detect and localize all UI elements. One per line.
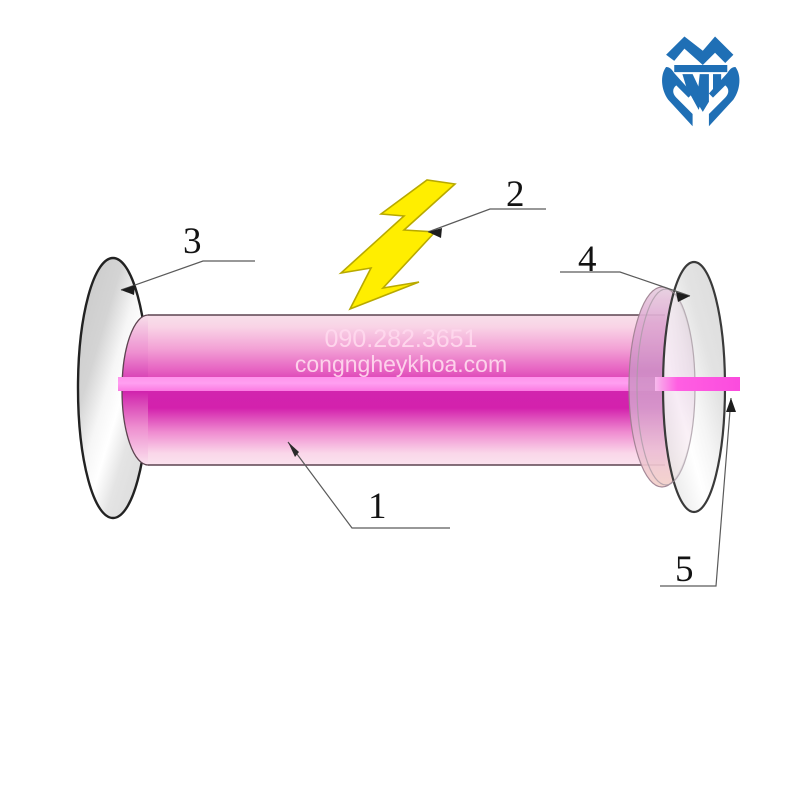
callout-2: 2: [427, 174, 546, 238]
logo-letter-mid-icon: [696, 74, 709, 112]
callout-4-label: 4: [578, 239, 597, 280]
callout-4-arrowhead: [676, 292, 690, 302]
callout-2-label: 2: [506, 174, 525, 215]
bolt-shape: [338, 179, 457, 311]
callout-2-leader: [427, 208, 546, 233]
watermark-phone: 090.282.3651: [325, 325, 478, 353]
callout-4: 4: [560, 239, 691, 302]
callout-2-arrowhead: [428, 228, 442, 238]
logo-bar-icon: [674, 65, 728, 73]
logo-crown-icon: [666, 36, 734, 65]
beam-stripe: [118, 377, 670, 391]
watermark: 090.282.3651 congngheykhoa.com: [295, 325, 507, 377]
callout-3-leader: [120, 260, 255, 291]
callout-5: 5: [660, 397, 736, 590]
logo-hand-left-icon: [662, 67, 693, 127]
callout-3-arrowhead: [121, 285, 135, 295]
output-laser-beam: [655, 377, 740, 391]
company-logo: [662, 36, 740, 127]
callout-1-label: 1: [368, 486, 387, 527]
callout-5-label: 5: [675, 549, 694, 590]
output-beam-stripe: [655, 377, 740, 391]
internal-laser-beam: [118, 377, 670, 391]
callout-5-arrowhead: [726, 398, 736, 412]
watermark-website: congngheykhoa.com: [295, 351, 507, 377]
logo-hand-right-icon: [708, 67, 740, 127]
callout-3: 3: [120, 221, 255, 295]
callout-1: 1: [287, 441, 450, 529]
callout-1-leader: [287, 441, 450, 529]
callout-3-label: 3: [183, 221, 202, 262]
callout-5-leader: [660, 397, 732, 587]
callout-4-leader: [560, 271, 691, 297]
pump-energy-bolt: [338, 179, 457, 311]
callout-1-arrowhead: [288, 442, 299, 457]
